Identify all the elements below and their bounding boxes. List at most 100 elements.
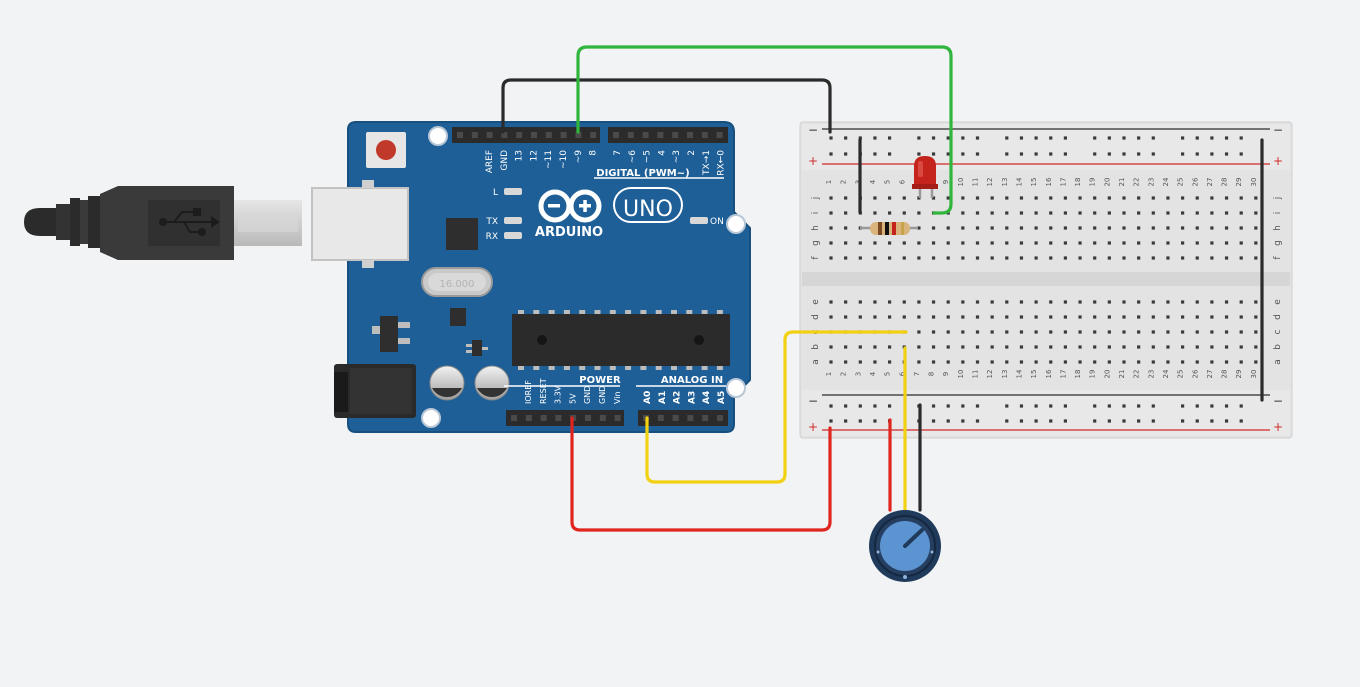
breadboard-hole[interactable] xyxy=(961,300,965,304)
breadboard-hole[interactable] xyxy=(1181,345,1185,349)
breadboard-hole[interactable] xyxy=(844,315,848,319)
breadboard-hole[interactable] xyxy=(931,300,936,304)
header-pin[interactable] xyxy=(657,132,664,138)
breadboard-hole[interactable] xyxy=(946,300,950,304)
breadboard-hole[interactable] xyxy=(990,360,994,364)
breadboard-hole[interactable] xyxy=(1224,345,1229,349)
breadboard-hole[interactable] xyxy=(1181,226,1185,230)
breadboard-hole[interactable] xyxy=(1093,345,1097,349)
breadboard-hole[interactable] xyxy=(1224,330,1229,334)
breadboard-hole[interactable] xyxy=(1034,315,1038,319)
rail-hole[interactable] xyxy=(931,136,936,140)
breadboard-hole[interactable] xyxy=(902,300,906,304)
rail-hole[interactable] xyxy=(1151,136,1155,140)
breadboard-hole[interactable] xyxy=(961,256,965,260)
breadboard-hole[interactable] xyxy=(1151,241,1155,245)
rail-hole[interactable] xyxy=(1019,136,1024,140)
breadboard-hole[interactable] xyxy=(1151,196,1155,200)
breadboard-hole[interactable] xyxy=(1063,345,1067,349)
breadboard-hole[interactable] xyxy=(1005,241,1009,245)
breadboard-hole[interactable] xyxy=(1166,315,1170,319)
rail-hole[interactable] xyxy=(1034,152,1038,156)
breadboard-hole[interactable] xyxy=(961,211,965,215)
header-pin[interactable] xyxy=(687,415,694,421)
wire-red-5v[interactable] xyxy=(570,416,832,532)
breadboard-hole[interactable] xyxy=(961,241,965,245)
breadboard-hole[interactable] xyxy=(1166,300,1170,304)
breadboard-hole[interactable] xyxy=(1137,241,1141,245)
rail-hole[interactable] xyxy=(844,152,848,156)
breadboard-hole[interactable] xyxy=(844,226,848,230)
breadboard-hole[interactable] xyxy=(1078,256,1082,260)
breadboard-hole[interactable] xyxy=(1195,345,1199,349)
rail-hole[interactable] xyxy=(1210,404,1214,408)
breadboard-hole[interactable] xyxy=(1019,196,1024,200)
breadboard-hole[interactable] xyxy=(1049,196,1053,200)
breadboard-hole[interactable] xyxy=(1093,300,1097,304)
rail-hole[interactable] xyxy=(873,404,877,408)
breadboard-hole[interactable] xyxy=(1151,330,1155,334)
header-pin[interactable] xyxy=(471,132,478,138)
breadboard-hole[interactable] xyxy=(844,360,848,364)
breadboard-hole[interactable] xyxy=(1254,196,1258,200)
breadboard-hole[interactable] xyxy=(844,345,848,349)
breadboard-hole[interactable] xyxy=(1049,211,1053,215)
breadboard-hole[interactable] xyxy=(1063,226,1067,230)
breadboard-hole[interactable] xyxy=(873,196,877,200)
rail-hole[interactable] xyxy=(1107,136,1111,140)
rail-hole[interactable] xyxy=(1019,404,1024,408)
rail-hole[interactable] xyxy=(888,136,892,140)
breadboard-hole[interactable] xyxy=(1224,360,1229,364)
rail-hole[interactable] xyxy=(931,419,936,423)
rail-hole[interactable] xyxy=(1049,404,1053,408)
breadboard-hole[interactable] xyxy=(1005,300,1009,304)
breadboard-hole[interactable] xyxy=(931,241,936,245)
breadboard-hole[interactable] xyxy=(844,196,848,200)
header-pin[interactable] xyxy=(701,132,708,138)
usb-cable[interactable] xyxy=(24,186,302,260)
header-pin[interactable] xyxy=(531,132,537,138)
breadboard-hole[interactable] xyxy=(1063,315,1067,319)
rail-hole[interactable] xyxy=(1093,419,1097,423)
breadboard-hole[interactable] xyxy=(888,196,892,200)
rail-hole[interactable] xyxy=(1137,419,1141,423)
wire-yellow-a0[interactable] xyxy=(645,330,908,484)
breadboard-hole[interactable] xyxy=(1181,360,1185,364)
breadboard-hole[interactable] xyxy=(961,330,965,334)
breadboard-hole[interactable] xyxy=(946,315,950,319)
breadboard-hole[interactable] xyxy=(888,241,892,245)
breadboard-hole[interactable] xyxy=(1166,241,1170,245)
header-pin[interactable] xyxy=(657,415,664,421)
breadboard-hole[interactable] xyxy=(961,226,965,230)
breadboard-hole[interactable] xyxy=(1078,196,1082,200)
breadboard-hole[interactable] xyxy=(975,226,980,230)
breadboard-hole[interactable] xyxy=(1049,241,1053,245)
breadboard-hole[interactable] xyxy=(931,226,936,230)
breadboard-hole[interactable] xyxy=(1181,241,1185,245)
breadboard-hole[interactable] xyxy=(1151,300,1155,304)
breadboard-hole[interactable] xyxy=(961,315,965,319)
header-pin[interactable] xyxy=(540,415,547,421)
rail-hole[interactable] xyxy=(829,152,833,156)
breadboard-hole[interactable] xyxy=(1195,211,1199,215)
breadboard-hole[interactable] xyxy=(1166,345,1170,349)
breadboard-hole[interactable] xyxy=(946,360,950,364)
breadboard-hole[interactable] xyxy=(1078,300,1082,304)
breadboard-hole[interactable] xyxy=(1137,315,1141,319)
breadboard-hole[interactable] xyxy=(829,345,833,349)
rail-hole[interactable] xyxy=(975,152,980,156)
breadboard-hole[interactable] xyxy=(1166,211,1170,215)
rail-hole[interactable] xyxy=(961,419,965,423)
rail-hole[interactable] xyxy=(1210,136,1214,140)
rail-hole[interactable] xyxy=(844,419,848,423)
red-led[interactable] xyxy=(912,156,938,198)
potentiometer[interactable] xyxy=(869,510,941,582)
breadboard-hole[interactable] xyxy=(961,360,965,364)
breadboard-hole[interactable] xyxy=(1078,315,1082,319)
rail-hole[interactable] xyxy=(1210,152,1214,156)
rail-hole[interactable] xyxy=(829,419,833,423)
breadboard-hole[interactable] xyxy=(931,196,936,200)
header-pin[interactable] xyxy=(486,132,493,138)
breadboard-hole[interactable] xyxy=(1137,300,1141,304)
rail-hole[interactable] xyxy=(961,136,965,140)
